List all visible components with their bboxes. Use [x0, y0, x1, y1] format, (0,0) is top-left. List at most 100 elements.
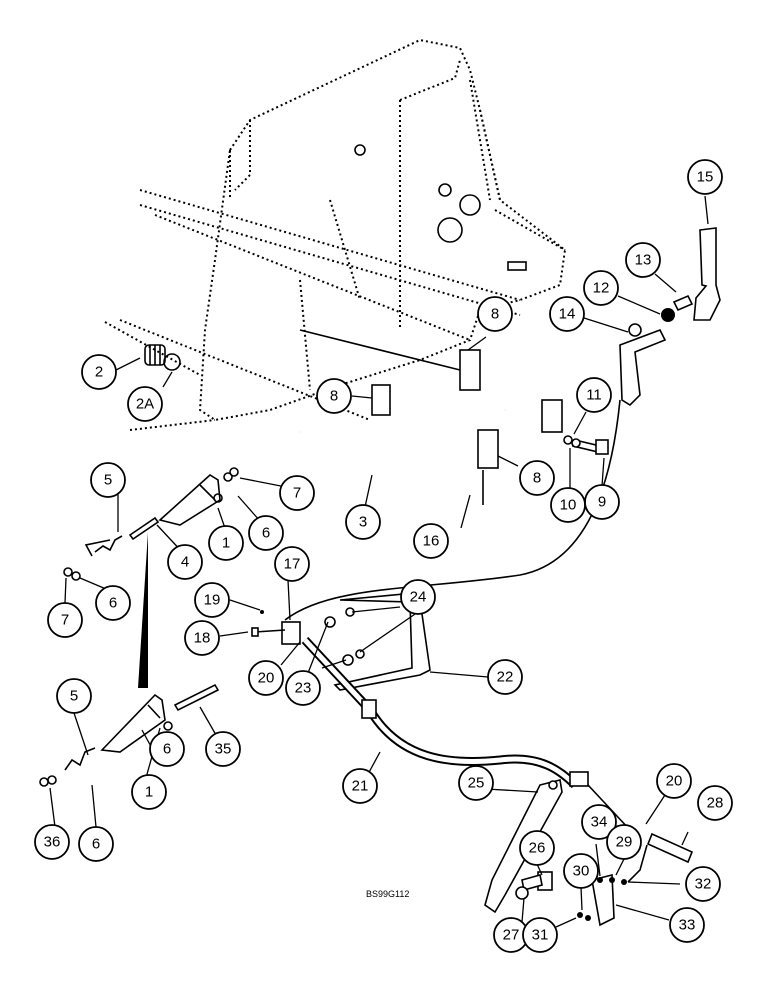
svg-text:2A: 2A [136, 396, 154, 413]
svg-text:6: 6 [262, 525, 270, 542]
callout-7: 7 [279, 475, 315, 511]
bushing-2 [104, 321, 201, 376]
callout-33: 33 [669, 907, 705, 943]
svg-text:16: 16 [423, 533, 440, 550]
callout-1: 1 [131, 774, 167, 810]
callout-8: 8 [316, 378, 352, 414]
drawing-code: BS99G112 [366, 889, 409, 899]
callout-28: 28 [697, 785, 733, 821]
callout-6: 6 [248, 515, 284, 551]
callout-16: 16 [413, 523, 449, 559]
pointer-arrow [138, 532, 148, 688]
callout-11: 11 [576, 377, 612, 413]
svg-text:8: 8 [533, 470, 541, 487]
callout-19: 19 [194, 582, 230, 618]
svg-text:9: 9 [598, 494, 606, 511]
callout-13: 13 [625, 242, 661, 278]
handle-15 [693, 227, 721, 321]
svg-text:21: 21 [352, 778, 369, 795]
callout-15: 15 [687, 159, 723, 195]
pin-13 [672, 294, 694, 312]
callout-3: 3 [345, 504, 381, 540]
pedal-upper [158, 474, 223, 526]
svg-text:13: 13 [635, 252, 652, 269]
svg-text:15: 15 [697, 169, 714, 186]
svg-text:8: 8 [330, 388, 338, 405]
svg-text:26: 26 [529, 840, 546, 857]
svg-text:20: 20 [666, 773, 683, 790]
svg-text:8: 8 [491, 306, 499, 323]
svg-text:5: 5 [104, 472, 112, 489]
bracket-33 [577, 844, 648, 927]
callout-8: 8 [519, 460, 555, 496]
svg-text:1: 1 [145, 784, 153, 801]
callout-14: 14 [549, 296, 585, 332]
callout-18: 18 [184, 620, 220, 656]
svg-text:4: 4 [181, 554, 189, 571]
cable-path [284, 399, 621, 621]
svg-text:7: 7 [293, 485, 301, 502]
callout-24: 24 [400, 579, 436, 615]
callout-2: 2 [81, 354, 117, 390]
svg-text:19: 19 [204, 592, 221, 609]
callout-31: 31 [522, 917, 558, 953]
callout-6: 6 [95, 585, 131, 621]
svg-text:27: 27 [503, 927, 520, 944]
svg-text:2: 2 [95, 364, 103, 381]
svg-text:23: 23 [295, 680, 312, 697]
rod-3 [298, 408, 506, 475]
callout-6: 6 [78, 826, 114, 862]
svg-text:28: 28 [707, 795, 724, 812]
svg-text:32: 32 [695, 876, 712, 893]
svg-text:20: 20 [258, 670, 275, 687]
svg-text:33: 33 [679, 917, 696, 934]
callout-8: 8 [477, 296, 513, 332]
callout-5: 5 [90, 462, 126, 498]
svg-text:36: 36 [44, 834, 61, 851]
svg-text:5: 5 [70, 688, 78, 705]
svg-text:6: 6 [92, 836, 100, 853]
callout-6: 6 [149, 731, 185, 767]
svg-text:6: 6 [163, 741, 171, 758]
callout-4: 4 [167, 544, 203, 580]
svg-text:18: 18 [194, 630, 211, 647]
bolt-26 [515, 871, 553, 900]
svg-text:35: 35 [215, 741, 232, 758]
callout-2a: 2A [127, 386, 163, 422]
callout-25: 25 [458, 765, 494, 801]
callout-35: 35 [205, 731, 241, 767]
spring-12 [661, 308, 675, 322]
callout-34: 34 [581, 804, 617, 840]
pedal-lower [39, 683, 220, 787]
lever-14 [619, 323, 667, 407]
callout-36: 36 [34, 824, 70, 860]
svg-text:14: 14 [559, 306, 576, 323]
svg-text:3: 3 [359, 514, 367, 531]
callout-20: 20 [656, 763, 692, 799]
svg-text:24: 24 [410, 589, 427, 606]
callout-21: 21 [342, 768, 378, 804]
callout-29: 29 [606, 824, 642, 860]
callout-32: 32 [685, 866, 721, 902]
callout-22: 22 [487, 659, 523, 695]
svg-text:22: 22 [497, 669, 514, 686]
clevis-17 [251, 610, 301, 645]
svg-text:25: 25 [468, 775, 485, 792]
callout-30: 30 [563, 853, 599, 889]
callout-9: 9 [584, 484, 620, 520]
callout-7: 7 [47, 602, 83, 638]
svg-text:1: 1 [222, 535, 230, 552]
callout-20: 20 [248, 660, 284, 696]
svg-text:6: 6 [109, 595, 117, 612]
bracket-8 [299, 329, 563, 505]
svg-text:12: 12 [593, 280, 610, 297]
svg-text:11: 11 [586, 387, 602, 404]
svg-text:17: 17 [284, 556, 301, 573]
svg-text:7: 7 [61, 612, 69, 629]
pin-28 [646, 832, 694, 864]
callout-26: 26 [519, 830, 555, 866]
svg-text:29: 29 [616, 834, 633, 851]
chassis-frame [119, 38, 567, 431]
callout-17: 17 [274, 546, 310, 582]
